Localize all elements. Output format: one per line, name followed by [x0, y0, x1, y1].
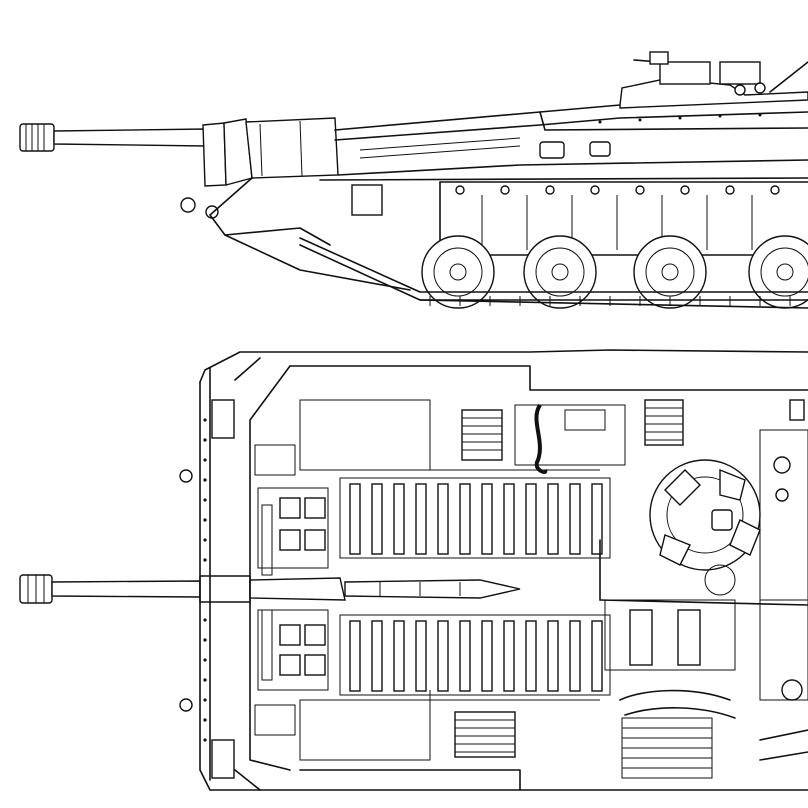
skirt-panel-bolts: [455, 185, 780, 195]
gun-mantlet: [180, 117, 339, 219]
tow-hook: [179, 469, 193, 483]
hull-outline: [179, 349, 808, 791]
radiator-upper: [461, 409, 503, 461]
track-links: [429, 296, 791, 306]
commander-cupola: [619, 51, 808, 109]
stowage-rack-upper: [339, 477, 611, 559]
rivet-row: [598, 113, 762, 124]
upper-hull: [209, 97, 808, 291]
radiator-lower: [454, 711, 516, 758]
radiator-right: [644, 399, 684, 446]
driver-station: [604, 599, 808, 761]
side-skirt: [439, 181, 808, 256]
front-bracket: [211, 739, 235, 779]
top-gun-barrel: [19, 574, 521, 604]
stowage-rack-lower: [339, 614, 611, 696]
gun-cradle: [257, 487, 329, 691]
hull-rivets-left: [203, 418, 207, 742]
stowage-box: [351, 184, 383, 216]
track: [299, 237, 808, 309]
crew-station: [599, 459, 808, 606]
front-bracket: [211, 399, 235, 439]
side-elevation-view: [19, 51, 808, 309]
rear-details: [759, 399, 808, 601]
control-cable: [514, 403, 626, 474]
top-plan-cutaway-view: [19, 349, 808, 791]
road-wheels: [421, 235, 808, 309]
side-hatch: [539, 141, 565, 159]
side-hatch: [589, 141, 611, 157]
tow-hook: [179, 698, 193, 712]
floor-plate: [621, 717, 713, 779]
